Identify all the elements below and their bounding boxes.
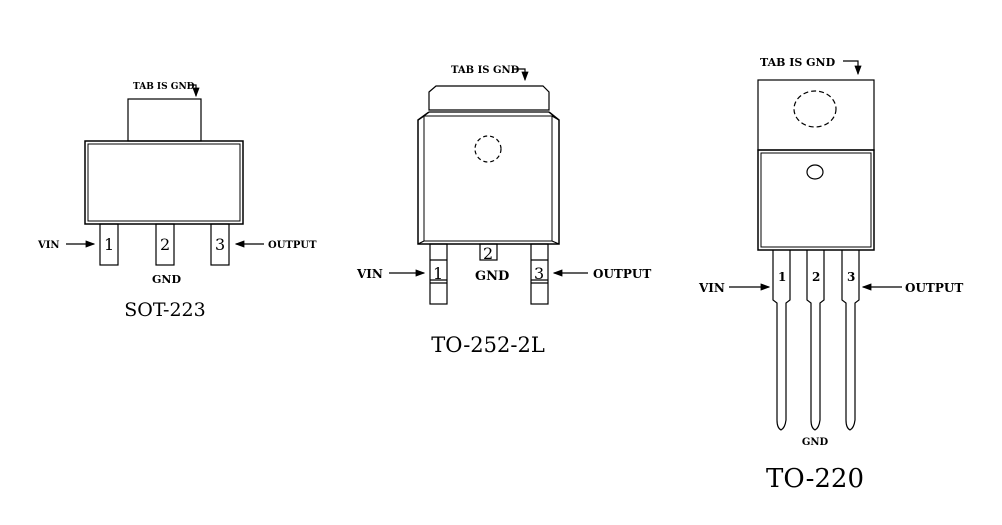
tab-arrow-icon [514,68,529,82]
to252-pin2-number: 2 [483,244,493,263]
to252-pin-2 [479,243,498,261]
to252-gnd-label: GND [475,269,509,284]
to252-body [417,111,560,245]
to220-package: TAB IS GND [729,56,902,431]
to252-output-label: OUTPUT [593,267,651,281]
sot223-tab [127,98,202,142]
sot223-pin1-number: 1 [104,235,114,254]
to220-tab-label: TAB IS GND [760,56,836,69]
sot223-pin-3 [210,223,230,266]
sot223-gnd-label: GND [152,273,181,286]
to252-pin-1 [429,243,448,305]
to220-body [757,149,875,251]
to252-pin-3 [530,243,549,305]
tab-arrow-icon [188,84,200,98]
to252-package: TAB IS GND [389,65,588,305]
to252-pin1-number: 1 [433,264,443,283]
to252-pin3-number: 3 [534,264,544,283]
sot223-pin-1 [99,223,119,266]
to220-output-label: OUTPUT [905,281,963,295]
mold-mark-icon [806,164,824,180]
sot223-tab-label: TAB IS GND [133,82,195,92]
to220-vin-label: VIN [698,281,725,295]
sot223-vin-label: VIN [37,240,60,251]
sot223-body [84,140,244,225]
mounting-hole-icon [474,135,502,163]
to220-pin2-number: 2 [812,270,820,284]
to220-pin-2 [806,250,825,431]
to220-pin-3 [841,250,860,431]
sot223-pin-2 [155,223,175,266]
to252-vin-label: VIN [356,267,383,281]
to220-pin3-number: 3 [847,270,855,284]
to252-package-name: TO-252-2L [431,333,545,357]
sot223-package: TAB IS GND [66,82,264,266]
to220-pin-1 [772,250,791,431]
to252-tab-label: TAB IS GND [451,65,520,76]
sot223-pin2-number: 2 [160,235,170,254]
to220-package-name: TO-220 [766,464,864,494]
sot223-output-label: OUTPUT [268,240,317,251]
mounting-hole-icon [793,90,837,128]
to220-pin1-number: 1 [778,270,786,284]
to220-gnd-label: GND [802,437,829,448]
sot223-package-name: SOT-223 [124,299,206,321]
to252-tab [428,85,550,111]
sot223-pin3-number: 3 [215,235,225,254]
tab-arrow-icon [843,60,862,76]
